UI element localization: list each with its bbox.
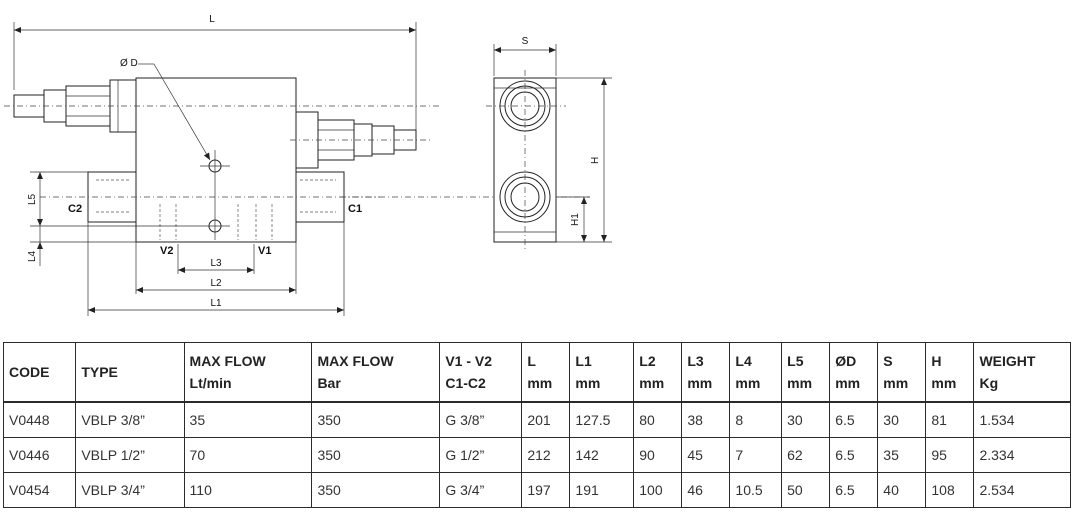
cell-weight: 2.334 — [973, 437, 1071, 473]
cell-max-flow-lt: 110 — [183, 472, 313, 508]
cell-type: VBLP 3/8” — [75, 401, 185, 438]
port-label-v1: V1 — [258, 245, 271, 257]
table-row: V0454 VBLP 3/4” 110 350 G 3/4” 197 191 1… — [2, 472, 1071, 508]
cell-l3: 38 — [681, 401, 731, 438]
cell-s: 40 — [877, 472, 927, 508]
cell-max-flow-lt: 70 — [183, 437, 313, 473]
cell-weight: 1.534 — [973, 401, 1071, 438]
dim-label-l5: L5 — [27, 193, 38, 205]
cell-h: 81 — [925, 401, 975, 438]
cell-l5: 30 — [781, 401, 831, 438]
dim-label-l: L — [209, 14, 215, 25]
cell-h: 108 — [925, 472, 975, 508]
cell-l3: 45 — [681, 437, 731, 473]
dim-label-l1: L1 — [210, 298, 222, 309]
cell-code: V0446 — [2, 437, 77, 473]
cell-l: 197 — [521, 472, 571, 508]
technical-drawing: L — [4, 14, 612, 316]
cell-d: 6.5 — [829, 401, 879, 438]
port-label-c2: C2 — [68, 203, 82, 215]
col-header-type: TYPE — [75, 342, 185, 403]
cell-s: 30 — [877, 401, 927, 438]
cell-l2: 90 — [633, 437, 683, 473]
cell-code: V0448 — [2, 401, 77, 438]
table-row: V0446 VBLP 1/2” 70 350 G 1/2” 212 142 90… — [2, 437, 1071, 473]
cell-s: 35 — [877, 437, 927, 473]
cell-l4: 7 — [729, 437, 783, 473]
cell-code: V0454 — [2, 472, 77, 508]
port-label-v2: V2 — [160, 245, 173, 257]
dim-label-h1: H1 — [570, 213, 581, 226]
cell-type: VBLP 1/2” — [75, 437, 185, 473]
cell-l3: 46 — [681, 472, 731, 508]
table-row: V0448 VBLP 3/8” 35 350 G 3/8” 201 127.5 … — [2, 401, 1071, 438]
cell-l: 201 — [521, 401, 571, 438]
cell-ports: G 3/8” — [439, 401, 523, 438]
cell-max-flow-bar: 350 — [311, 401, 441, 438]
side-view: S H H1 — [486, 36, 612, 250]
cell-l5: 50 — [781, 472, 831, 508]
cell-d: 6.5 — [829, 437, 879, 473]
cell-type: VBLP 3/4” — [75, 472, 185, 508]
cell-l5: 62 — [781, 437, 831, 473]
cell-weight: 2.534 — [973, 472, 1071, 508]
cell-l2: 80 — [633, 401, 683, 438]
col-header-code: CODE — [2, 342, 77, 403]
cell-max-flow-lt: 35 — [183, 401, 313, 438]
dim-label-s: S — [522, 36, 529, 47]
cell-l4: 8 — [729, 401, 783, 438]
dim-label-l2: L2 — [210, 278, 222, 289]
cell-ports: G 1/2” — [439, 437, 523, 473]
cell-l1: 127.5 — [569, 401, 635, 438]
cell-d: 6.5 — [829, 472, 879, 508]
cell-max-flow-bar: 350 — [311, 437, 441, 473]
cell-ports: G 3/4” — [439, 472, 523, 508]
front-view: L — [4, 14, 590, 316]
port-label-c1: C1 — [348, 203, 362, 215]
dim-label-l3: L3 — [210, 258, 222, 269]
cell-h: 95 — [925, 437, 975, 473]
cell-max-flow-bar: 350 — [311, 472, 441, 508]
cell-l: 212 — [521, 437, 571, 473]
dim-label-d: Ø D — [120, 58, 138, 69]
dim-label-l4: L4 — [27, 250, 38, 262]
cell-l1: 191 — [569, 472, 635, 508]
cell-l1: 142 — [569, 437, 635, 473]
dim-label-h: H — [590, 157, 601, 164]
cell-l2: 100 — [633, 472, 683, 508]
cell-l4: 10.5 — [729, 472, 783, 508]
